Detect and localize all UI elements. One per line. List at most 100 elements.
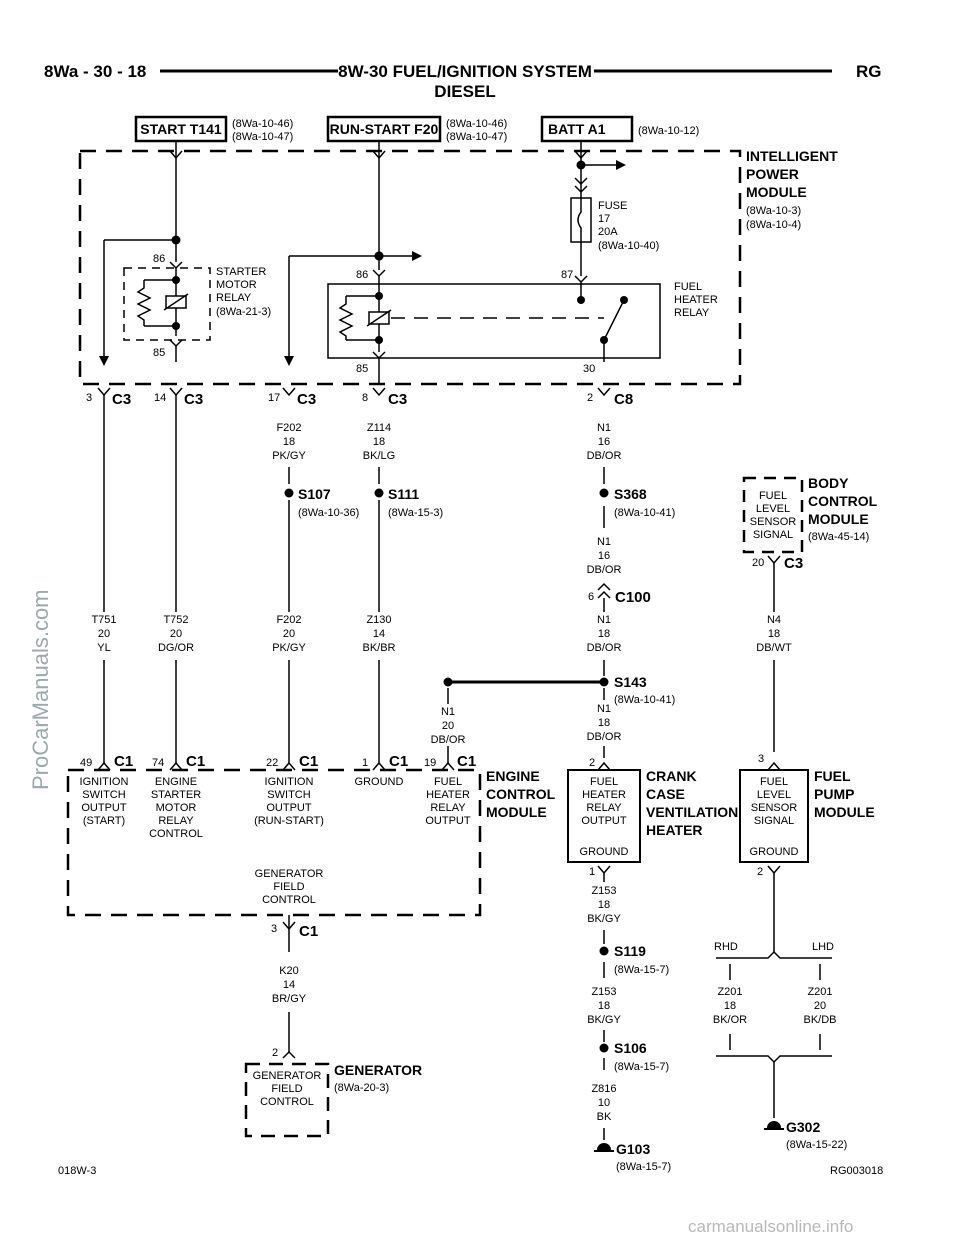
source-ref: (8Wa-10-47) bbox=[232, 131, 293, 143]
splice-s111: S111 bbox=[388, 486, 419, 502]
wire-label: T752 bbox=[163, 614, 188, 626]
ecm-function: (RUN-START) bbox=[254, 815, 324, 827]
ecm-label: CONTROL bbox=[486, 786, 556, 802]
svg-text:22: 22 bbox=[266, 757, 278, 769]
source-ref: (8Wa-10-46) bbox=[446, 118, 507, 130]
svg-text:C3: C3 bbox=[297, 391, 316, 408]
source-run-start-f20: RUN-START F20 bbox=[330, 121, 439, 137]
ecm-function: (START) bbox=[83, 815, 125, 827]
ipm-label: INTELLIGENT bbox=[746, 148, 838, 164]
splice-s119: S119 bbox=[614, 943, 646, 959]
ecm-function: CONTROL bbox=[149, 828, 203, 840]
fpm-function: SENSOR bbox=[751, 802, 798, 814]
page-title: 8W-30 FUEL/IGNITION SYSTEM bbox=[338, 62, 592, 81]
wire-label: BK/GY bbox=[587, 1014, 621, 1026]
svg-text:C1: C1 bbox=[186, 753, 205, 770]
ground-ref: (8Wa-15-7) bbox=[616, 1161, 671, 1173]
fpm-label: MODULE bbox=[814, 804, 875, 820]
ccv-connector-top: 2 bbox=[589, 757, 611, 771]
splice-ref: (8Wa-10-41) bbox=[614, 694, 675, 706]
wire-label: DB/WT bbox=[756, 642, 792, 654]
splice-ref: (8Wa-10-36) bbox=[298, 507, 359, 519]
svg-text:2: 2 bbox=[757, 866, 763, 878]
ecm-function: CONTROL bbox=[262, 894, 316, 906]
wire-label: N1 bbox=[597, 614, 611, 626]
svg-text:20: 20 bbox=[752, 557, 764, 569]
wire-label: 18 bbox=[598, 628, 610, 640]
variant-rhd: RHD bbox=[714, 941, 738, 953]
wire-label: 18 bbox=[598, 899, 610, 911]
svg-text:3: 3 bbox=[86, 392, 92, 404]
ccv-label: CRANK bbox=[646, 768, 697, 784]
fuel-heater-relay-label: RELAY bbox=[674, 307, 710, 319]
bcm-function: FUEL bbox=[759, 490, 787, 502]
fpm-connector-top: 3 bbox=[758, 753, 781, 771]
watermark-bottom: carmanualsonline.info bbox=[688, 1217, 853, 1236]
ground-g103: G103 bbox=[616, 1141, 650, 1157]
svg-text:C1: C1 bbox=[457, 753, 476, 770]
svg-text:1: 1 bbox=[362, 757, 368, 769]
bcm-label: CONTROL bbox=[808, 493, 878, 509]
wire-label: 18 bbox=[598, 1000, 610, 1012]
svg-text:17: 17 bbox=[268, 392, 280, 404]
ccv-function: RELAY bbox=[586, 802, 622, 814]
fuel-heater-relay-label: FUEL bbox=[674, 281, 702, 293]
ipm-connector-c3-8: 8 C3 bbox=[362, 387, 407, 408]
bcm-ref: (8Wa-45-14) bbox=[808, 531, 869, 543]
wire-label: N1 bbox=[597, 703, 611, 715]
ecm-connector-c1-3: 3 C1 bbox=[271, 921, 318, 940]
wire-label: 16 bbox=[598, 550, 610, 562]
fuse-ref: (8Wa-10-40) bbox=[598, 240, 659, 252]
wire-label: Z816 bbox=[591, 1083, 616, 1095]
fpm-function: GROUND bbox=[750, 846, 799, 858]
svg-text:19: 19 bbox=[424, 757, 436, 769]
starter-relay-outline bbox=[123, 267, 211, 341]
ecm-connector-c1-74: 74 C1 bbox=[152, 753, 205, 771]
splice-ref: (8Wa-10-41) bbox=[614, 507, 675, 519]
wire-label: N1 bbox=[597, 536, 611, 548]
generator-label: GENERATOR bbox=[334, 1062, 422, 1078]
fuel-heater-relay-pin: 30 bbox=[583, 363, 595, 375]
svg-text:49: 49 bbox=[80, 757, 92, 769]
wire-label: DB/OR bbox=[587, 642, 622, 654]
ccv-function: OUTPUT bbox=[581, 815, 627, 827]
connector-c100: 6 C100 bbox=[588, 582, 651, 606]
figure-code: 018W-3 bbox=[58, 1165, 96, 1177]
svg-text:3: 3 bbox=[758, 753, 764, 765]
section-code: RG bbox=[856, 62, 882, 81]
wire-label: 18 bbox=[283, 436, 295, 448]
fuel-heater-relay-label: HEATER bbox=[674, 294, 718, 306]
page-subtitle: DIESEL bbox=[434, 82, 495, 101]
ecm-connector-c1-1: 1 C1 bbox=[362, 753, 408, 771]
svg-text:C1: C1 bbox=[299, 923, 318, 940]
svg-text:3: 3 bbox=[271, 923, 277, 935]
wire-label: Z201 bbox=[717, 986, 742, 998]
wire-label: N1 bbox=[597, 422, 611, 434]
fuel-heater-relay-outline bbox=[327, 283, 661, 359]
fuel-heater-relay-pin: 86 bbox=[356, 269, 368, 281]
ccv-connector-bottom: 1 bbox=[589, 865, 611, 878]
ecm-function: GENERATOR bbox=[255, 868, 324, 880]
ecm-function: MOTOR bbox=[156, 802, 197, 814]
splice-s106: S106 bbox=[614, 1040, 647, 1056]
ecm-outline bbox=[66, 768, 482, 917]
source-batt-a1: BATT A1 bbox=[548, 121, 606, 137]
ecm-function: HEATER bbox=[426, 789, 470, 801]
ipm-connector-c3-14: 14 C3 bbox=[154, 387, 203, 408]
wire-label: 20 bbox=[170, 628, 182, 640]
ecm-function: RELAY bbox=[430, 802, 466, 814]
source-ref: (8Wa-10-47) bbox=[446, 131, 507, 143]
ecm-function: OUTPUT bbox=[81, 802, 127, 814]
svg-text:1: 1 bbox=[589, 866, 595, 878]
wire-label: 18 bbox=[373, 436, 385, 448]
starter-relay-pin: 85 bbox=[153, 347, 165, 359]
wire-label: Z114 bbox=[367, 422, 391, 434]
wire-label: BK/GY bbox=[587, 913, 621, 925]
fpm-function: FUEL bbox=[760, 776, 788, 788]
wire-label: 14 bbox=[283, 979, 295, 991]
wire-label: DB/OR bbox=[587, 564, 622, 576]
wire-label: 18 bbox=[724, 1000, 736, 1012]
svg-text:14: 14 bbox=[154, 392, 166, 404]
svg-text:C1: C1 bbox=[114, 753, 133, 770]
fuel-heater-relay-pin: 85 bbox=[356, 363, 368, 375]
